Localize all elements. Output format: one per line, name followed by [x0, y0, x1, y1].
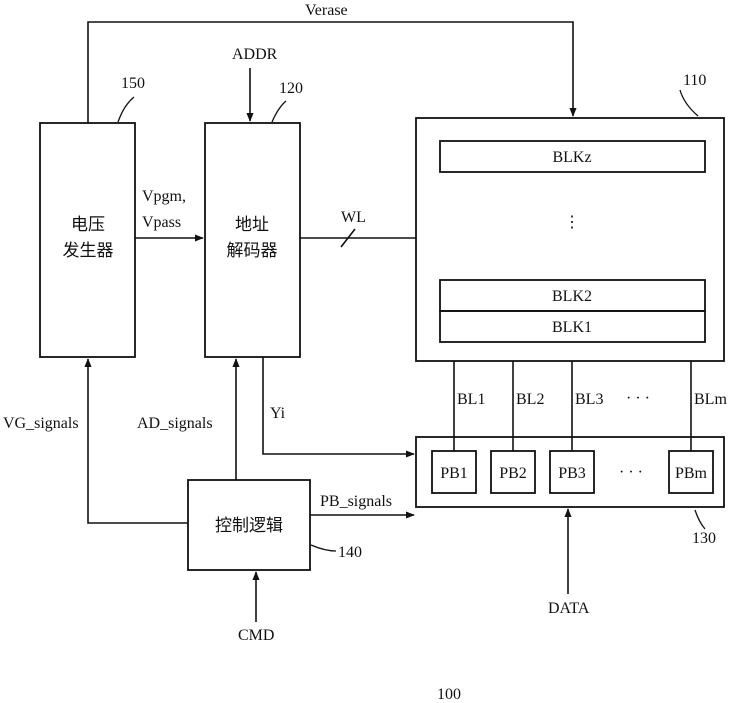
bl3-label: BL3: [575, 391, 603, 408]
memory-array-block: BLKz ⋮ BLK2 BLK1: [415, 117, 725, 362]
voltage-generator-ref-leader: [117, 96, 135, 123]
control-logic-label: 控制逻辑: [215, 516, 283, 536]
blk1-label: BLK1: [552, 319, 592, 336]
bl1-label: BL1: [457, 391, 485, 408]
page-buffer-ref-leader: [694, 509, 706, 530]
vpgm-label: Vpgm,: [142, 188, 186, 205]
yi-label: Yi: [270, 405, 286, 422]
bl2-label: BL2: [516, 391, 544, 408]
address-decoder-ref: 120: [279, 80, 303, 97]
cmd-label: CMD: [238, 627, 274, 644]
control-logic-ref-leader: [310, 544, 337, 552]
blk2-label: BLK2: [552, 288, 592, 305]
pb1-label: PB1: [440, 465, 468, 482]
blm-label: BLm: [694, 391, 727, 408]
yi-wire: [262, 357, 415, 458]
memory-array-ref: 110: [683, 72, 706, 89]
addr-label: ADDR: [232, 46, 278, 63]
blk1-row: [439, 310, 706, 343]
wl-label: WL: [341, 209, 366, 226]
verase-label: Verase: [305, 2, 348, 19]
pb-signals-label: PB_signals: [320, 493, 392, 510]
pb3-label: PB3: [558, 465, 586, 482]
control-logic-block: 控制逻辑: [187, 479, 311, 571]
address-decoder-label-1: 地址: [235, 215, 269, 235]
figure-number: 100: [437, 686, 461, 703]
voltage-generator-label-2: 发生器: [63, 241, 114, 261]
voltage-generator-label-1: 电压: [71, 215, 105, 235]
control-logic-ref: 140: [338, 544, 362, 561]
address-decoder-label-2: 解码器: [227, 241, 278, 261]
pbm-label: PBm: [675, 465, 708, 482]
address-decoder-block: 地址 解码器: [204, 122, 301, 358]
voltage-generator-block: 电压 发生器: [39, 122, 136, 358]
address-decoder-ref-leader: [271, 100, 287, 123]
page-buffer-block: PB1 PB2 PB3 · · · PBm: [415, 436, 725, 508]
ad-signals-label: AD_signals: [137, 415, 213, 432]
bitline-dots: · · ·: [626, 390, 650, 407]
block-dots: ⋮: [564, 214, 580, 231]
voltage-generator-ref: 150: [121, 75, 145, 92]
vpass-label: Vpass: [142, 214, 181, 231]
data-label: DATA: [548, 600, 590, 617]
vg-signals-wire: [84, 358, 188, 524]
pb2-label: PB2: [499, 465, 527, 482]
pb-dots: · · ·: [619, 464, 643, 481]
page-buffer-ref: 130: [692, 530, 716, 547]
verase-wire: [87, 21, 577, 123]
memory-array-ref-leader: [679, 89, 699, 117]
vg-signals-label: VG_signals: [3, 415, 79, 432]
wl-bus-slash: [340, 228, 356, 248]
blkz-label: BLKz: [552, 149, 591, 166]
blkz-row: [439, 140, 706, 173]
